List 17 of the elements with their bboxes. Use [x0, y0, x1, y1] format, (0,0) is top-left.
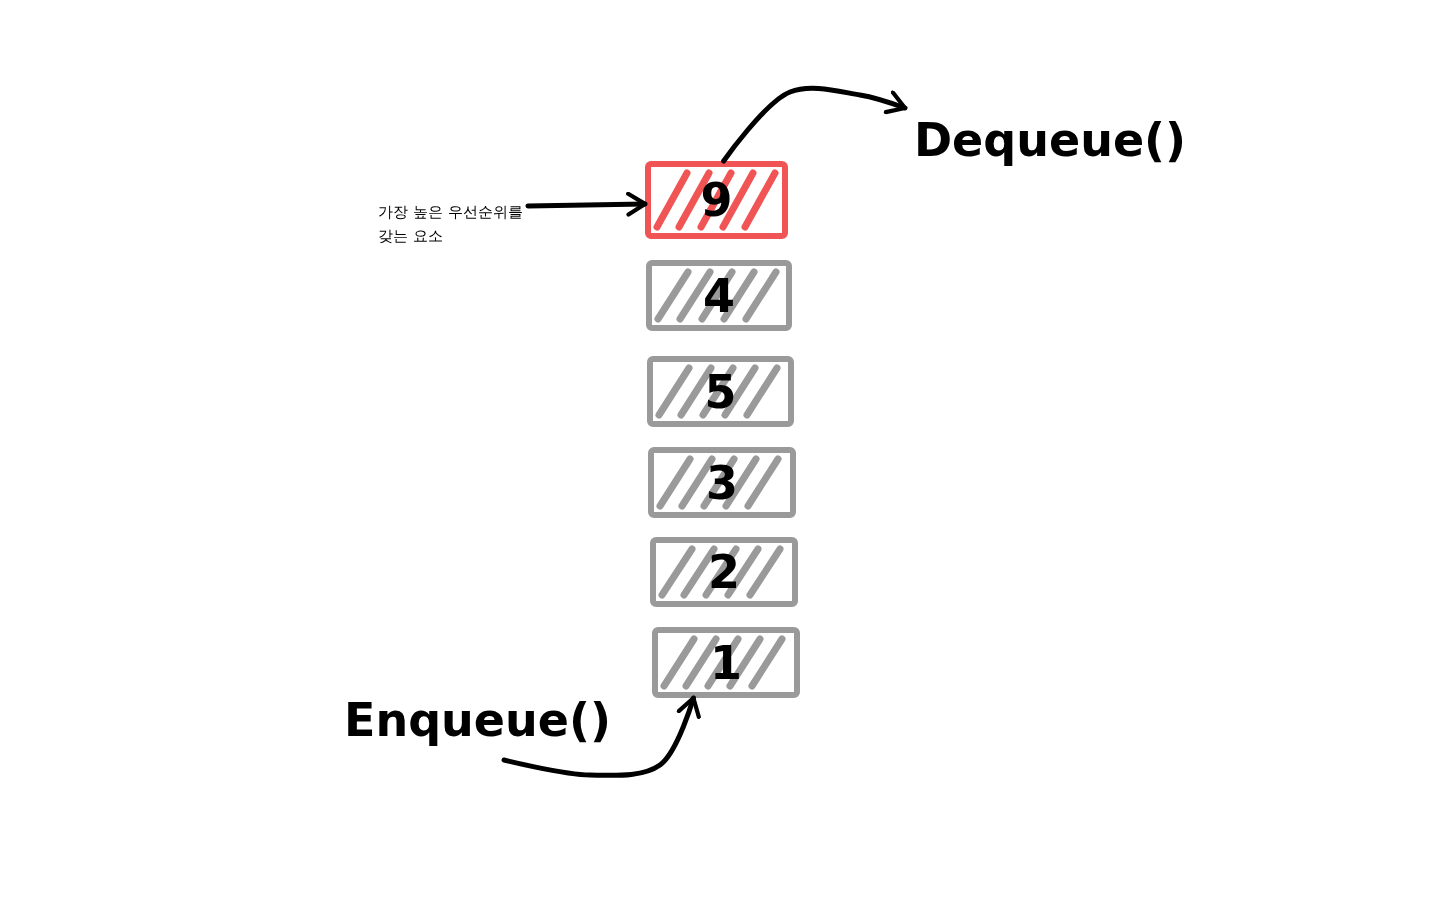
queue-cell [645, 161, 788, 239]
arrow [501, 695, 701, 778]
cell-value: 4 [703, 268, 735, 323]
cell-value: 2 [708, 545, 740, 599]
queue-cell [646, 260, 792, 331]
cell-value: 5 [704, 364, 737, 419]
arrow [525, 191, 648, 217]
queue-cell [647, 356, 794, 427]
cell-value: 1 [710, 635, 742, 690]
operation-label: Dequeue() [913, 113, 1187, 167]
arrow [721, 85, 908, 164]
queue-cell [650, 537, 798, 607]
queue-cell [648, 447, 796, 518]
cell-value: 3 [706, 455, 738, 510]
operation-label: Enqueue() [344, 693, 612, 747]
annotation-text: 가장 높은 우선순위를 갖는 요소 [378, 202, 524, 247]
queue-cell [652, 627, 800, 698]
